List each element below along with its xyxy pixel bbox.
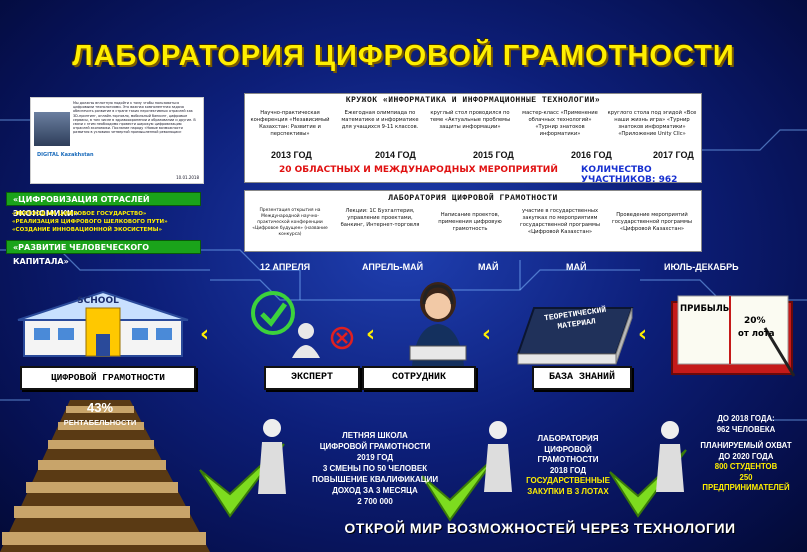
plan-block: ДО 2018 ГОДА: 962 ЧЕЛОВЕКА ПЛАНИРУЕМЫЙ О…: [690, 414, 802, 494]
strategy-line: «ПЕРЕХОД НА ЦИФРОВОЕ ГОСУДАРСТВО»: [12, 211, 147, 217]
summer-line: ПОВЫШЕНИЕ КВАЛИФИКАЦИИ: [311, 475, 439, 484]
lab-2018-line: ЦИФРОВОЙ: [544, 444, 592, 454]
check-icon: [251, 291, 295, 335]
lab-col: участие в государственных закупках по ме…: [520, 208, 600, 235]
lab-col: Написание проектов, применения цифровую …: [438, 212, 502, 232]
lab-panel: ЛАБОРАТОРИЯ ЦИФРОВОЙ ГРАМОТНОСТИ Презент…: [244, 190, 702, 252]
lab-col: Проведение мероприятий государственной п…: [612, 212, 692, 232]
lab-2018-line: ГОСУДАРСТВЕННЫЕ: [526, 476, 610, 485]
date-april-may: АПРЕЛЬ-МАЙ: [362, 262, 424, 272]
notebook-icon: [671, 295, 796, 377]
operator-person-icon: [409, 282, 467, 366]
lab-title: ЛАБОРАТОРИЯ ЦИФРОВОЙ ГРАМОТНОСТИ: [388, 194, 558, 203]
president-photo: [34, 112, 70, 146]
events-count: 20 ОБЛАСТНЫХ И МЕЖДУНАРОДНЫХ МЕРОПРИЯТИЙ: [279, 165, 558, 175]
strategy-bar-capital: «РАЗВИТИЕ ЧЕЛОВЕЧЕСКОГО КАПИТАЛА»: [6, 240, 201, 266]
year-2015: 2015 ГОД: [473, 150, 514, 160]
date-may-2: МАЙ: [566, 262, 587, 272]
club-panel: КРУЖОК «ИНФОРМАТИКА И ИНФОРМАЦИОННЫЕ ТЕХ…: [244, 93, 702, 185]
date-july-december: ИЮЛЬ-ДЕКАБРЬ: [664, 262, 739, 272]
label-expert: ЭКСПЕРТ: [264, 366, 360, 390]
club-title: КРУЖОК «ИНФОРМАТИКА И ИНФОРМАЦИОННЫЕ ТЕХ…: [345, 96, 601, 105]
summer-line: 2019 ГОД: [356, 453, 394, 462]
lab-col: Презентация открытия на Международной на…: [252, 208, 328, 237]
chevron-left-icon: ‹: [366, 322, 376, 347]
lab-2018-block: ЛАБОРАТОРИЯ ЦИФРОВОЙ ГРАМОТНОСТИ 2018 ГО…: [518, 434, 618, 497]
summer-line: ДОХОД ЗА 3 МЕСЯЦА: [332, 486, 418, 495]
chevron-left-icon: ‹: [200, 322, 210, 347]
stairs-percent: 43%: [86, 400, 114, 415]
quote-text: Мы должны вплотную подойти к тому чтобы …: [73, 101, 196, 135]
quote-document: Мы должны вплотную подойти к тому чтобы …: [30, 97, 204, 184]
year-2013: 2013 ГОД: [271, 150, 312, 160]
footer-slogan: ОТКРОЙ МИР ВОЗМОЖНОСТЕЙ ЧЕРЕЗ ТЕХНОЛОГИИ: [344, 520, 736, 536]
chevron-left-icon: ‹: [638, 322, 648, 347]
school-sign: SCHOOL: [77, 296, 119, 306]
date-april: 12 АПРЕЛЯ: [260, 262, 311, 272]
cross-icon: [330, 326, 354, 350]
strategy-line: «СОЗДАНИЕ ИННОВАЦИОННОЙ ЭКОСИСТЕМЫ»: [12, 227, 163, 233]
figure-icon: [656, 421, 684, 492]
label-knowledge-base: БАЗА ЗНАНИЙ: [532, 366, 632, 390]
profit-label: ПРИБЫЛЬ: [680, 304, 730, 314]
summer-line: ЛЕТНЯЯ ШКОЛА: [342, 431, 408, 440]
summer-line: 2 700 000: [357, 497, 393, 506]
summer-line: 3 СМЕНЫ ПО 50 ЧЕЛОВЕК: [322, 464, 428, 473]
lab-2018-line: ЛАБОРАТОРИЯ: [537, 434, 599, 443]
chevron-left-icon: ‹: [482, 322, 492, 347]
club-col: круглый стол проводился по теме «Актуаль…: [429, 110, 511, 130]
year-2017: 2017 ГОД: [653, 150, 694, 160]
strategy-lines: «ПЕРЕХОД НА ЦИФРОВОЕ ГОСУДАРСТВО» «РЕАЛИ…: [12, 210, 202, 234]
club-col: круглого стола под эгидой «Все наши жизн…: [607, 110, 697, 137]
plan-line: 800 СТУДЕНТОВ: [714, 462, 778, 471]
plan-line: 962 ЧЕЛОВЕКА: [716, 424, 776, 434]
expert-figure-icon: [292, 323, 320, 358]
summer-school-block: ЛЕТНЯЯ ШКОЛА ЦИФРОВОЙ ГРАМОТНОСТИ 2019 Г…: [300, 430, 450, 507]
quote-date: 10.01.2018: [176, 174, 199, 180]
plan-line: ДО 2018 ГОДА:: [717, 414, 775, 423]
club-col: Ежегодная олимпиада по математике и инфо…: [341, 110, 419, 130]
participants-count: КОЛИЧЕСТВО УЧАСТНИКОВ: 962: [581, 165, 678, 185]
club-col: Научно-практическая конференция «Независ…: [250, 110, 330, 137]
page-title: ЛАБОРАТОРИЯ ЦИФРОВОЙ ГРАМОТНОСТИ: [72, 40, 735, 72]
plan-line: ПЛАНИРУЕМЫЙ ОХВАТ: [700, 441, 792, 450]
strategy-line: «РЕАЛИЗАЦИЯ ЦИФРОВОГО ШЕЛКОВОГО ПУТИ»: [12, 219, 168, 225]
label-employee: СОТРУДНИК: [362, 366, 476, 390]
book-icon: [516, 307, 634, 365]
profit-sub: от лота: [738, 329, 775, 339]
label-school: ЦИФРОВОЙ ГРАМОТНОСТИ: [20, 366, 196, 390]
school-building-icon: [17, 290, 189, 357]
plan-line: 250: [739, 472, 753, 482]
stairs-label: РЕНТАБЕЛЬНОСТИ: [63, 418, 137, 427]
figure-icon: [484, 421, 512, 492]
lab-2018-line: ГРАМОТНОСТИ: [537, 455, 599, 464]
stairs-image: [0, 400, 210, 552]
green-check-icon: [199, 443, 285, 518]
plan-line: ДО 2020 ГОДА: [718, 451, 774, 461]
profit-value: 20%: [744, 316, 766, 326]
lab-2018-line: 2018 ГОД: [549, 465, 587, 475]
club-col: мастер-класс «Применение облачных технол…: [522, 110, 598, 137]
strategy-bar-economy: «ЦИФРОВИЗАЦИЯ ОТРАСЛЕЙ ЭКОНОМИКИ»: [6, 192, 201, 218]
date-may: МАЙ: [478, 262, 499, 272]
digital-kazakhstan-logo: DIGITAL Kazakhstan: [37, 152, 94, 158]
year-2016: 2016 ГОД: [571, 150, 612, 160]
lab-col: Лекции: 1С Бухгалтерия, управление проек…: [340, 208, 420, 228]
summer-line: ЦИФРОВОЙ ГРАМОТНОСТИ: [319, 442, 431, 451]
plan-line: ПРЕДПРИНИМАТЕЛЕЙ: [702, 483, 790, 492]
lab-2018-line: ЗАКУПКИ В 3 ЛОТАХ: [527, 486, 609, 496]
green-check-icon: [609, 449, 687, 518]
year-2014: 2014 ГОД: [375, 150, 416, 160]
figure-icon: [258, 419, 286, 494]
